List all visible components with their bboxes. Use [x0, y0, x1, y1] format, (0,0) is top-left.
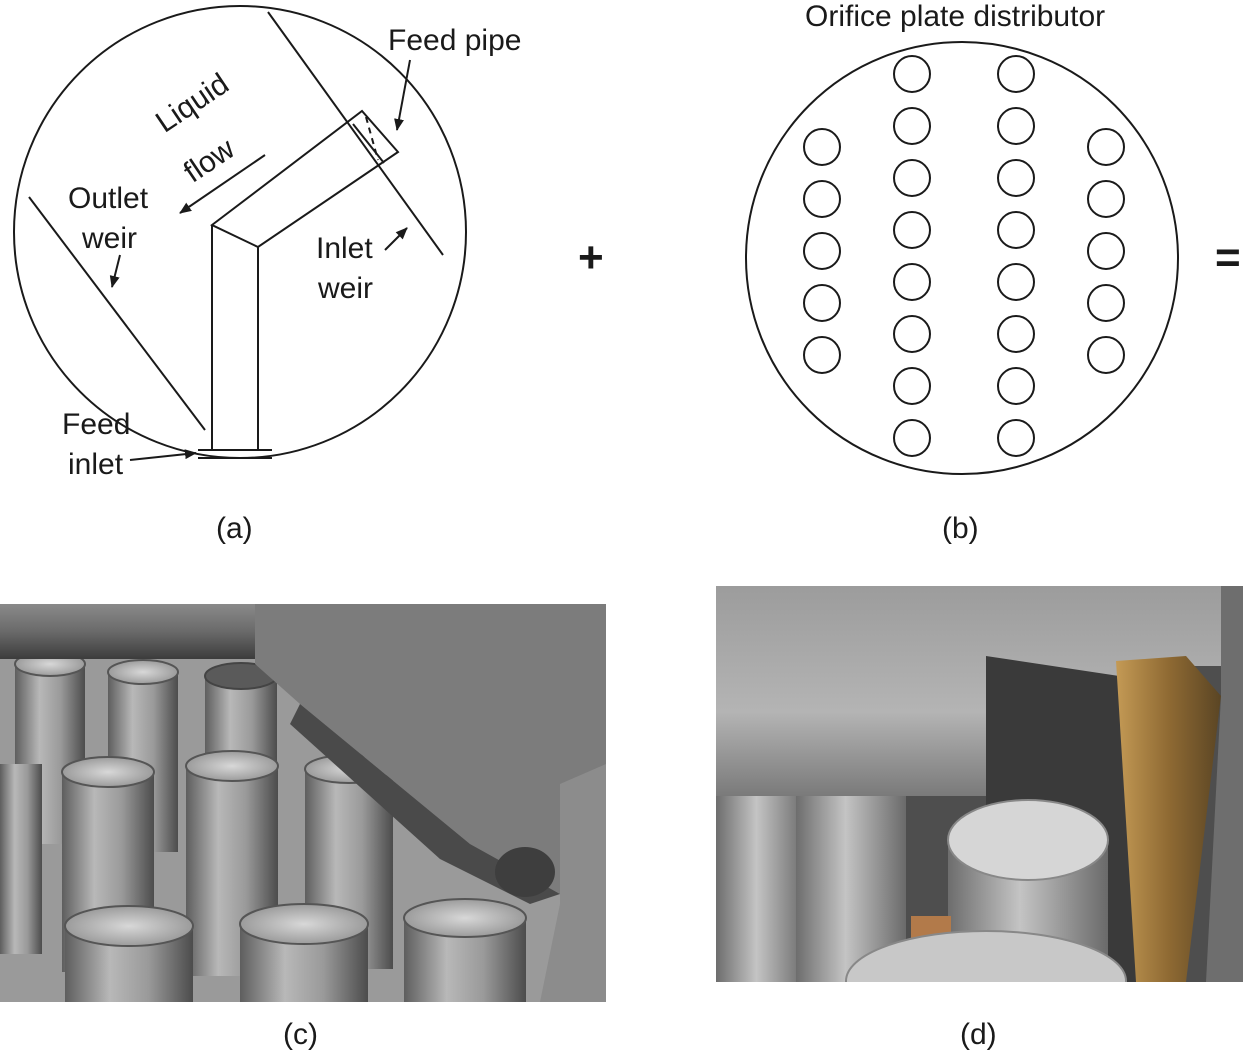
orifice-hole: [893, 315, 931, 353]
caption-a: (a): [216, 512, 253, 545]
photo-d-illustration: [716, 586, 1243, 982]
orifice-hole: [803, 284, 841, 322]
plus-operator: +: [578, 233, 604, 282]
beam-in-photo-d: [716, 586, 1243, 982]
label-feed-pipe: Feed pipe: [388, 24, 522, 57]
orifice-hole: [1087, 180, 1125, 218]
photo-c: [0, 604, 606, 1002]
orifice-hole: [803, 232, 841, 270]
orifice-hole: [893, 159, 931, 197]
orifice-hole: [1087, 336, 1125, 374]
orifice-hole: [893, 107, 931, 145]
outlet-weir-pointer: [109, 254, 121, 288]
liquid-flow-arrow: [179, 154, 266, 214]
tubes-in-photo-d: [716, 786, 1127, 982]
label-inlet-weir: weir: [318, 272, 374, 305]
orifice-hole: [1087, 232, 1125, 270]
orifice-hole: [803, 180, 841, 218]
downcomer-tubes-front: [64, 898, 527, 1002]
orifice-hole: [997, 107, 1035, 145]
orifice-hole: [893, 55, 931, 93]
orifice-hole: [893, 367, 931, 405]
orifice-hole: [997, 263, 1035, 301]
label-outlet: Outlet: [68, 182, 149, 215]
caption-b: (b): [942, 512, 979, 545]
label-arrows: [109, 59, 411, 461]
orifice-hole: [803, 128, 841, 166]
orifice-hole: [997, 55, 1035, 93]
orifice-plate-outline: [745, 41, 1179, 475]
feed-pipe-drawing: [198, 109, 400, 459]
orifice-hole: [997, 211, 1035, 249]
label-feed-inlet: inlet: [68, 448, 124, 481]
orifice-hole: [1087, 284, 1125, 322]
label-outlet-weir: weir: [82, 222, 138, 255]
orifice-hole: [997, 315, 1035, 353]
weir-lines: [28, 11, 444, 431]
orifice-hole: [997, 367, 1035, 405]
inlet-weir-line: [267, 11, 444, 256]
label-inlet: Inlet: [316, 232, 373, 265]
outlet-weir-line: [28, 196, 206, 431]
orifice-hole: [893, 419, 931, 457]
orifice-plate-title: Orifice plate distributor: [805, 0, 1106, 33]
inlet-weir-pointer: [384, 227, 408, 251]
photo-c-illustration: [0, 604, 606, 1002]
photo-d: [716, 586, 1243, 982]
orifice-hole: [803, 336, 841, 374]
orifice-hole: [893, 211, 931, 249]
orifice-holes: [803, 55, 1125, 457]
orifice-hole: [893, 263, 931, 301]
equals-operator: =: [1215, 233, 1241, 282]
orifice-hole: [997, 419, 1035, 457]
caption-c: (c): [283, 1018, 318, 1051]
caption-d: (d): [960, 1018, 997, 1051]
feed-inlet-pointer: [129, 449, 197, 461]
feed-pipe-pointer: [394, 59, 411, 131]
feed-pipe-in-photo: [0, 604, 606, 1002]
label-feed: Feed: [62, 408, 131, 441]
orifice-hole: [1087, 128, 1125, 166]
orifice-hole: [997, 159, 1035, 197]
